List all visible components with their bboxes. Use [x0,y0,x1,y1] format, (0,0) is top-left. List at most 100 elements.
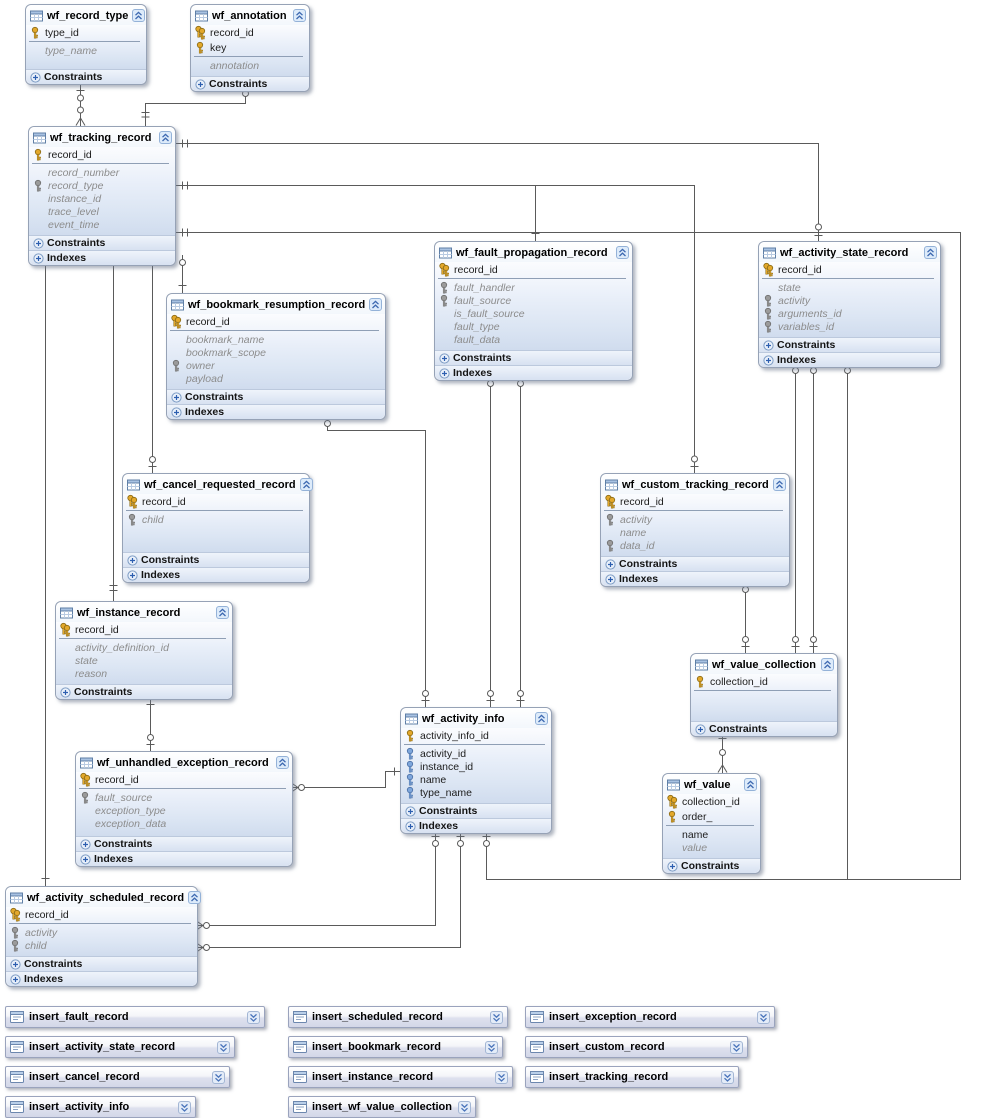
column-row[interactable]: fault_source [76,791,292,804]
constraints-row[interactable]: Constraints [76,836,292,851]
indexes-row[interactable]: Indexes [759,352,940,367]
column-row[interactable]: exception_type [76,804,292,817]
column-row[interactable]: state [759,281,940,294]
table-header[interactable]: wf_fault_propagation_record [435,242,632,262]
indexes-row[interactable]: Indexes [167,404,385,419]
indexes-row[interactable]: Indexes [29,250,175,265]
pk-column-row[interactable]: record_id [29,147,175,162]
chevron-double-down-icon[interactable] [490,1010,503,1024]
column-row[interactable]: exception_data [76,817,292,830]
table-header[interactable]: wf_instance_record [56,602,232,622]
column-row[interactable]: reason [56,667,232,680]
column-row[interactable]: instance_id [401,760,551,773]
collapse-icon[interactable] [773,478,786,491]
chevron-double-down-icon[interactable] [217,1040,230,1054]
table-header[interactable]: wf_annotation [191,5,309,25]
pk-column-row[interactable]: record_id [191,25,309,40]
indexes-row[interactable]: Indexes [76,851,292,866]
constraints-row[interactable]: Constraints [435,350,632,365]
table-header[interactable]: wf_unhandled_exception_record [76,752,292,772]
collapse-icon[interactable] [616,246,629,259]
collapse-icon[interactable] [216,606,229,619]
chevron-double-down-icon[interactable] [485,1040,498,1054]
procedure-box-insert_bookmark_record[interactable]: insert_bookmark_record [288,1036,503,1058]
constraints-row[interactable]: Constraints [6,956,197,971]
chevron-double-down-icon[interactable] [757,1010,770,1024]
column-row[interactable]: fault_source [435,294,632,307]
column-row[interactable]: is_fault_source [435,307,632,320]
column-row[interactable]: activity [759,294,940,307]
pk-column-row[interactable]: order_ [663,809,760,824]
column-row[interactable]: name [401,773,551,786]
collapse-icon[interactable] [369,298,383,311]
column-row[interactable]: payload [167,372,385,385]
column-row[interactable]: bookmark_name [167,333,385,346]
constraints-row[interactable]: Constraints [167,389,385,404]
collapse-icon[interactable] [821,658,834,671]
column-row[interactable]: instance_id [29,192,175,205]
column-row[interactable]: activity [601,513,789,526]
column-row[interactable]: type_name [401,786,551,799]
column-row[interactable]: fault_type [435,320,632,333]
collapse-icon[interactable] [188,891,202,904]
table-header[interactable]: wf_activity_info [401,708,551,728]
column-row[interactable]: state [56,654,232,667]
pk-column-row[interactable]: activity_info_id [401,728,551,743]
pk-column-row[interactable]: collection_id [663,794,760,809]
procedure-box-insert_activity_state_record[interactable]: insert_activity_state_record [5,1036,235,1058]
pk-column-row[interactable]: record_id [601,494,789,509]
constraints-row[interactable]: Constraints [601,556,789,571]
column-row[interactable]: annotation [191,59,309,72]
pk-column-row[interactable]: record_id [56,622,232,637]
column-row[interactable]: record_number [29,166,175,179]
column-row[interactable]: name [601,526,789,539]
column-row[interactable]: child [6,939,197,952]
constraints-row[interactable]: Constraints [191,76,309,91]
pk-column-row[interactable]: record_id [6,907,197,922]
collapse-icon[interactable] [159,131,172,144]
table-header[interactable]: wf_custom_tracking_record [601,474,789,494]
table-header[interactable]: wf_tracking_record [29,127,175,147]
collapse-icon[interactable] [299,478,313,491]
constraints-row[interactable]: Constraints [759,337,940,352]
indexes-row[interactable]: Indexes [6,971,197,986]
collapse-icon[interactable] [132,9,146,22]
collapse-icon[interactable] [535,712,548,725]
procedure-box-insert_fault_record[interactable]: insert_fault_record [5,1006,265,1028]
column-row[interactable]: activity_definition_id [56,641,232,654]
chevron-double-down-icon[interactable] [247,1010,260,1024]
column-row[interactable]: name [663,828,760,841]
pk-column-row[interactable]: record_id [759,262,940,277]
procedure-box-insert_custom_record[interactable]: insert_custom_record [525,1036,748,1058]
procedure-box-insert_tracking_record[interactable]: insert_tracking_record [525,1066,739,1088]
column-row[interactable]: owner [167,359,385,372]
column-row[interactable]: type_name [26,44,146,57]
column-row[interactable]: variables_id [759,320,940,333]
pk-column-row[interactable]: record_id [435,262,632,277]
table-header[interactable]: wf_value_collection [691,654,837,674]
constraints-row[interactable]: Constraints [401,803,551,818]
chevron-double-down-icon[interactable] [458,1100,471,1114]
table-header[interactable]: wf_record_type [26,5,146,25]
procedure-box-insert_scheduled_record[interactable]: insert_scheduled_record [288,1006,508,1028]
column-row[interactable]: arguments_id [759,307,940,320]
constraints-row[interactable]: Constraints [691,721,837,736]
pk-column-row[interactable]: collection_id [691,674,837,689]
table-header[interactable]: wf_bookmark_resumption_record [167,294,385,314]
column-row[interactable]: value [663,841,760,854]
procedure-box-insert_exception_record[interactable]: insert_exception_record [525,1006,775,1028]
procedure-box-insert_instance_record[interactable]: insert_instance_record [288,1066,513,1088]
